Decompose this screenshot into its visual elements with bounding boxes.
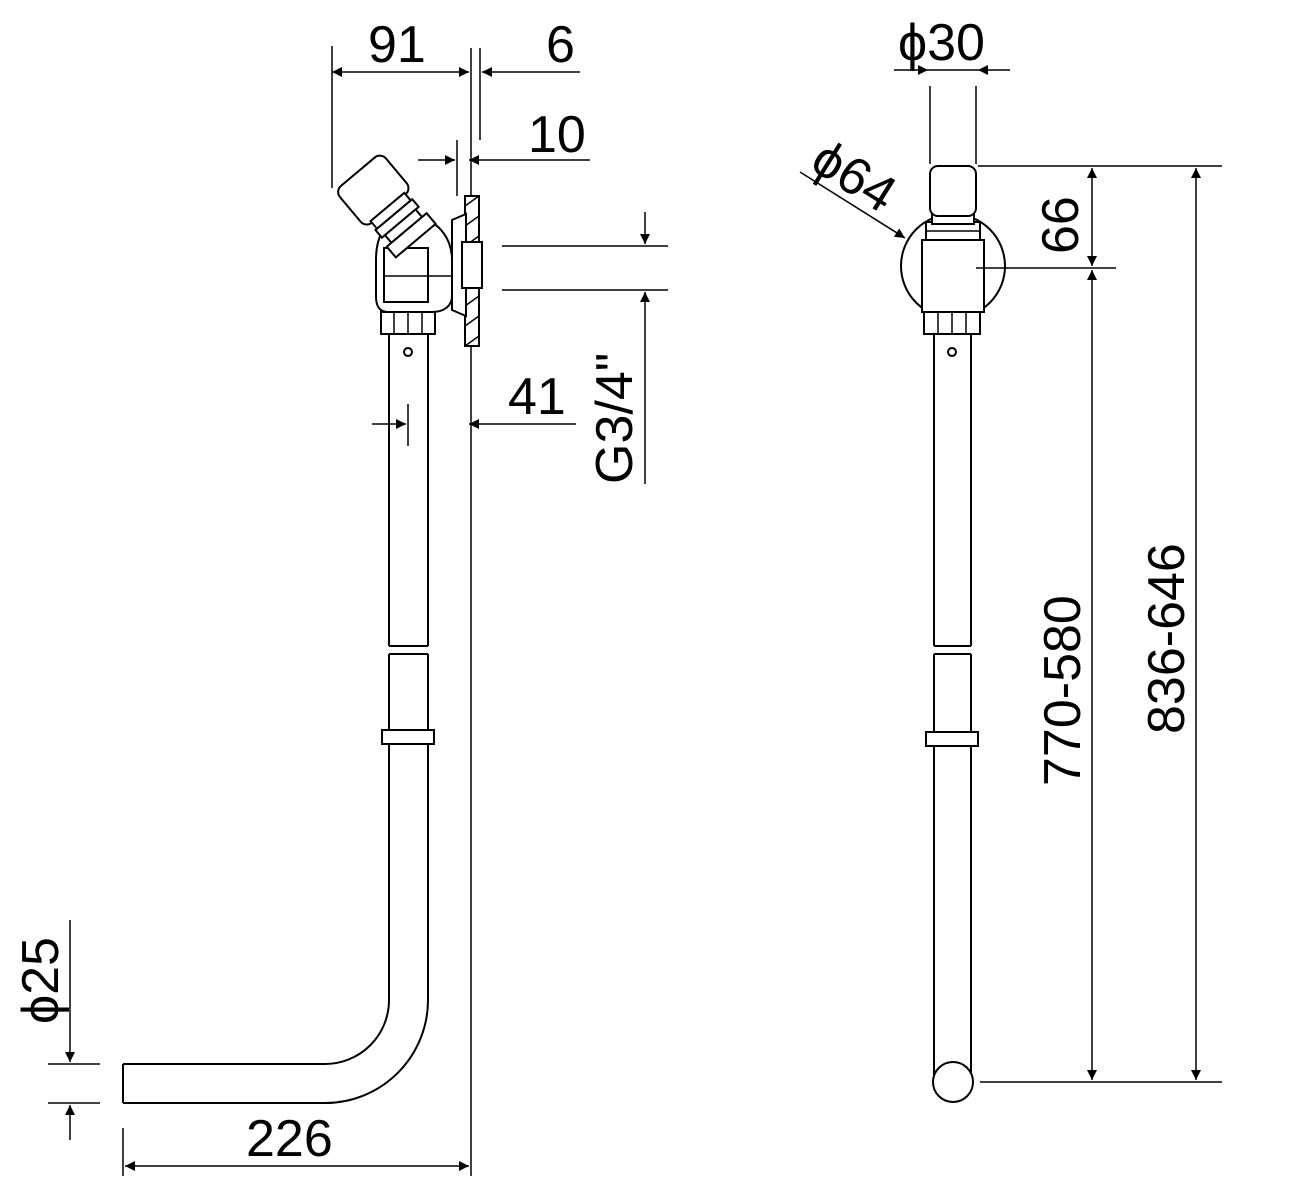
dimension-226: 226 — [122, 1110, 469, 1176]
dimension-label-226: 226 — [246, 1110, 333, 1168]
dimension-label-66: 66 — [1032, 196, 1090, 254]
push-button-front — [929, 165, 977, 217]
dimension-836-646: 836-646 — [1138, 168, 1201, 1080]
dimension-label-91: 91 — [368, 16, 426, 74]
pipe-lower-front — [925, 653, 979, 1103]
dimension-label-30: ϕ30 — [898, 14, 985, 72]
dimension-label-836-646: 836-646 — [1138, 543, 1196, 734]
pipe-lower-side — [122, 653, 435, 1104]
dimension-770-580: 770-580 — [980, 270, 1222, 1083]
dimension-91: 91 — [331, 16, 469, 188]
dimension-6: 6 — [482, 16, 580, 77]
dimension-25: ϕ25 — [12, 920, 100, 1140]
dimension-label-10: 10 — [528, 106, 586, 164]
dimension-thread: G3/4" — [502, 212, 668, 484]
pipe-upper-side — [388, 334, 429, 647]
wall-plate — [451, 195, 483, 347]
valve-body-front — [921, 211, 985, 313]
dimension-30: ϕ30 — [894, 14, 1010, 164]
dimension-label-25: ϕ25 — [12, 937, 70, 1024]
dimension-66: 66 — [976, 165, 1222, 269]
dimension-label-770-580: 770-580 — [1034, 595, 1092, 786]
hex-nut-side — [380, 311, 436, 335]
hex-nut-front — [923, 311, 981, 335]
push-button-side — [337, 154, 438, 259]
dimension-label-thread: G3/4" — [586, 353, 644, 484]
pipe-upper-front — [933, 334, 972, 647]
dimension-41: 41 — [372, 368, 576, 446]
dimension-label-41: 41 — [508, 368, 566, 426]
front-view: ϕ30 ϕ64 66 770-580 836-646 — [799, 14, 1222, 1103]
dimension-label-6: 6 — [546, 16, 575, 74]
dimension-label-64: ϕ64 — [802, 129, 906, 224]
dimension-10: 10 — [418, 106, 590, 196]
dimension-64: ϕ64 — [799, 129, 906, 239]
side-view: 91 6 10 G3/4" 41 — [12, 16, 668, 1176]
